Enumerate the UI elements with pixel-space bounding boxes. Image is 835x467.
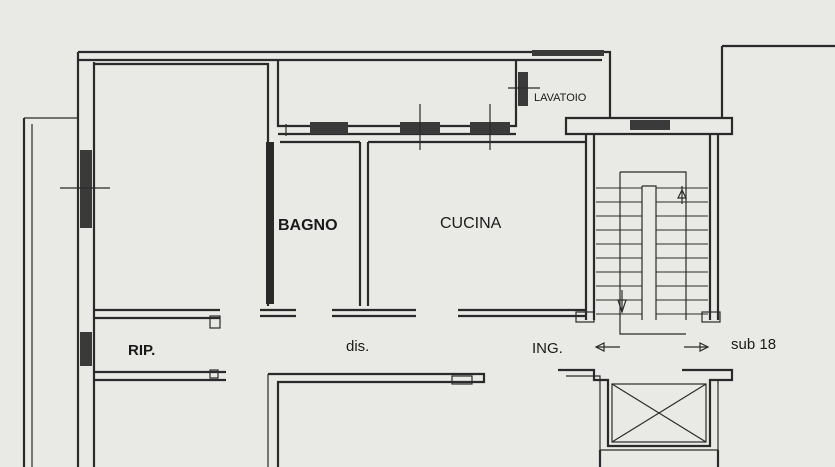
entrance-arrow-right-icon [684,342,710,352]
ingresso-label: ING. [532,340,563,357]
cucina-room [332,140,586,318]
cucina-label: CUCINA [440,215,502,232]
corridor-lower-walls [267,372,486,467]
kitchen-windows [310,104,510,150]
bagno-label: BAGNO [278,217,338,234]
sub-label: sub 18 [731,336,776,353]
stair-down-arrow [617,290,627,314]
disimpegno-label: dis. [346,338,369,355]
left-window [60,150,110,366]
exterior-walls [22,44,835,467]
entrance-arrow-left-icon [594,342,620,352]
bagno-room [260,140,360,318]
ripostiglio-room [94,369,226,382]
lavatoio-room [508,50,604,106]
stairwell [564,116,734,335]
lavatoio-label: LAVATOIO [534,92,587,104]
elevator-shaft [558,368,734,467]
stair-up-arrow [677,186,687,204]
ripostiglio-label: RIP. [128,342,155,359]
